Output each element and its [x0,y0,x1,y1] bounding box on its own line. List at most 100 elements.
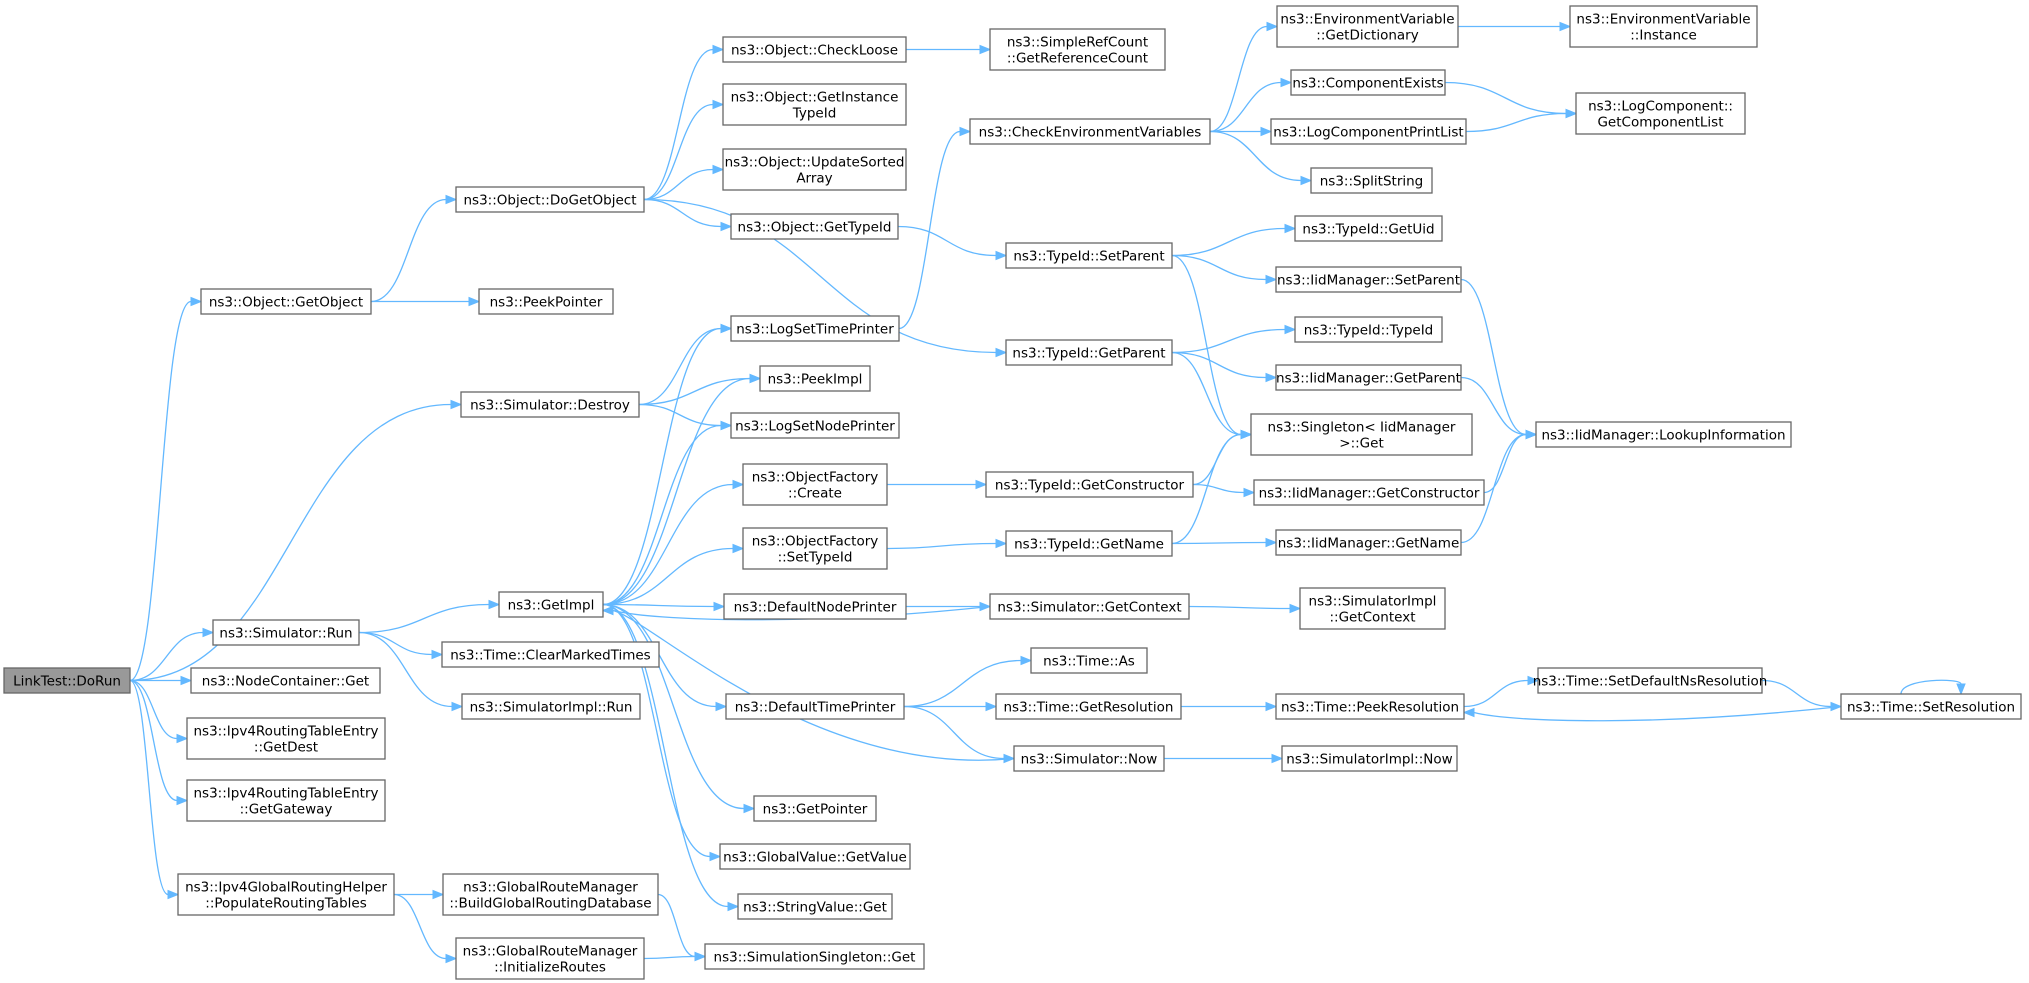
node-label: ns3::Object::GetObject [209,295,363,311]
node-logsettime[interactable]: ns3::LogSetTimePrinter [730,315,900,342]
call-edge-root-to-getobject [129,296,203,682]
node-typeidgetuid[interactable]: ns3::TypeId::GetUid [1294,215,1443,242]
edge-line [643,198,997,354]
node-peekimpl[interactable]: ns3::PeekImpl [759,365,871,392]
node-timesetdefault[interactable]: ns3::Time::SetDefaultNsResolution [1533,667,1768,694]
node-iidlookup[interactable]: ns3::IidManager::LookupInformation [1535,421,1792,448]
node-box [1294,316,1443,343]
node-envinstance[interactable]: ns3::EnvironmentVariable::Instance [1569,5,1758,48]
node-getobject[interactable]: ns3::Object::GetObject [200,288,372,315]
node-ofcreate[interactable]: ns3::ObjectFactory::Create [742,463,888,506]
node-initroutes[interactable]: ns3::GlobalRouteManager::InitializeRoute… [455,937,645,980]
node-clearmarked[interactable]: ns3::Time::ClearMarkedTimes [441,641,660,668]
edge-line [897,225,997,257]
node-timepeekres[interactable]: ns3::Time::PeekResolution [1275,693,1465,720]
node-objgettypeid[interactable]: ns3::Object::GetTypeId [730,213,899,240]
node-box [969,118,1211,145]
node-timeas[interactable]: ns3::Time::As [1030,647,1148,674]
node-iidgetparent[interactable]: ns3::IidManager::GetParent [1275,364,1462,391]
node-timesetres[interactable]: ns3::Time::SetResolution [1840,693,2022,720]
call-edge-dogetobject-to-checkloose [643,44,725,201]
node-compexists[interactable]: ns3::ComponentExists [1290,69,1446,96]
node-getimpl[interactable]: ns3::GetImpl [498,591,604,618]
node-simimplnow[interactable]: ns3::SimulatorImpl::Now [1281,745,1458,772]
node-typeidtypeid[interactable]: ns3::TypeId::TypeId [1294,316,1443,343]
node-getgateway[interactable]: ns3::Ipv4RoutingTableEntry::GetGateway [186,779,386,822]
node-box [722,36,907,63]
edge-line [1171,433,1242,545]
node-iidsetparent[interactable]: ns3::IidManager::SetParent [1275,266,1462,293]
node-deftimeprinter[interactable]: ns3::DefaultTimePrinter [725,693,905,720]
node-simrun[interactable]: ns3::Simulator::Run [212,619,360,646]
node-peekpointer[interactable]: ns3::PeekPointer [478,288,614,315]
call-edge-timesetres-to-timepeekres [1462,705,1842,722]
node-nodecontainerget[interactable]: ns3::NodeContainer::Get [190,667,381,694]
node-simgetcontext[interactable]: ns3::Simulator::GetContext [989,593,1190,620]
node-simnow[interactable]: ns3::Simulator::Now [1013,745,1165,772]
node-iidgetname[interactable]: ns3::IidManager::GetName [1275,529,1462,556]
node-box [704,943,925,970]
node-checkenv[interactable]: ns3::CheckEnvironmentVariables [969,118,1211,145]
node-simimplrun[interactable]: ns3::SimulatorImpl::Run [461,693,641,720]
node-checkloose[interactable]: ns3::Object::CheckLoose [722,36,907,63]
node-typeidgetparent[interactable]: ns3::TypeId::GetParent [1005,339,1173,366]
edge-line [358,631,433,656]
edge-arrowhead [488,599,501,610]
node-box [989,593,1190,620]
edge-line [1460,376,1527,436]
node-buildglobal[interactable]: ns3::GlobalRouteManager::BuildGlobalRout… [442,873,659,916]
node-typeidgetname[interactable]: ns3::TypeId::GetName [1005,530,1173,557]
node-splitstring[interactable]: ns3::SplitString [1310,167,1433,194]
node-stringvalue[interactable]: ns3::StringValue::Get [737,893,893,920]
node-label: ::GetGateway [240,802,333,818]
node-box [719,843,911,870]
edge-arrowhead [712,164,725,175]
node-defnodeprinter[interactable]: ns3::DefaultNodePrinter [723,593,907,620]
call-edge-defnodeprinter-to-simgetcontext [906,601,992,612]
node-box [1005,530,1173,557]
node-logsetnode[interactable]: ns3::LogSetNodePrinter [730,412,900,439]
edge-arrowhead [743,803,756,814]
node-box [455,937,645,980]
node-label: ns3::SimpleRefCount [1007,35,1148,51]
node-typeidgetctor[interactable]: ns3::TypeId::GetConstructor [985,471,1194,498]
call-edge-checkenv-to-envgetdict [1209,21,1279,133]
node-logcompprint[interactable]: ns3::LogComponentPrintList [1270,118,1467,145]
edge-arrowhead [1243,487,1256,498]
node-globalvalue[interactable]: ns3::GlobalValue::GetValue [719,843,911,870]
node-envgetdict[interactable]: ns3::EnvironmentVariable::GetDictionary [1276,5,1459,48]
edge-arrowhead [190,296,203,307]
node-simdestroy[interactable]: ns3::Simulator::Destroy [460,391,640,418]
node-typeidsetparent[interactable]: ns3::TypeId::SetParent [1005,242,1173,269]
node-dogetobject[interactable]: ns3::Object::DoGetObject [455,186,645,213]
edge-line [1473,705,1842,722]
node-timegetres[interactable]: ns3::Time::GetResolution [995,693,1182,720]
node-label: ns3::NodeContainer::Get [202,674,369,690]
edge-line [1460,433,1527,544]
node-box [1281,745,1458,772]
node-getrefcount[interactable]: ns3::SimpleRefCount::GetReferenceCount [989,28,1166,71]
call-edge-getimpl-to-logsettime [602,323,733,606]
edge-line [602,603,745,810]
node-box [1275,364,1462,391]
node-box [1005,242,1173,269]
edge-arrowhead [176,733,189,744]
node-root[interactable]: LinkTest::DoRun [3,667,131,694]
node-singletonget[interactable]: ns3::Singleton< IidManager >::Get [1250,413,1473,456]
edge-arrowhead [1527,675,1540,686]
node-logcompgetlist[interactable]: ns3::LogComponent::GetComponentList [1575,92,1746,135]
node-getpointer[interactable]: ns3::GetPointer [753,795,877,822]
node-iidgetctor[interactable]: ns3::IidManager::GetConstructor [1253,479,1485,506]
node-box [1013,745,1165,772]
node-simimplgetctx[interactable]: ns3::SimulatorImpl::GetContext [1299,587,1446,630]
node-simsingleton[interactable]: ns3::SimulationSingleton::Get [704,943,925,970]
node-ofsettypeid[interactable]: ns3::ObjectFactory::SetTypeId [742,527,888,570]
call-edge-typeidsetparent-to-iidsetparent [1171,254,1278,285]
call-edge-typeidgetctor-to-iidgetctor [1192,483,1256,498]
node-getdest[interactable]: ns3::Ipv4RoutingTableEntry::GetDest [186,717,386,760]
node-box [995,693,1182,720]
call-edge-getobject-to-dogetobject [370,194,458,303]
node-populate[interactable]: ns3::Ipv4GlobalRoutingHelper::PopulateRo… [177,873,395,916]
